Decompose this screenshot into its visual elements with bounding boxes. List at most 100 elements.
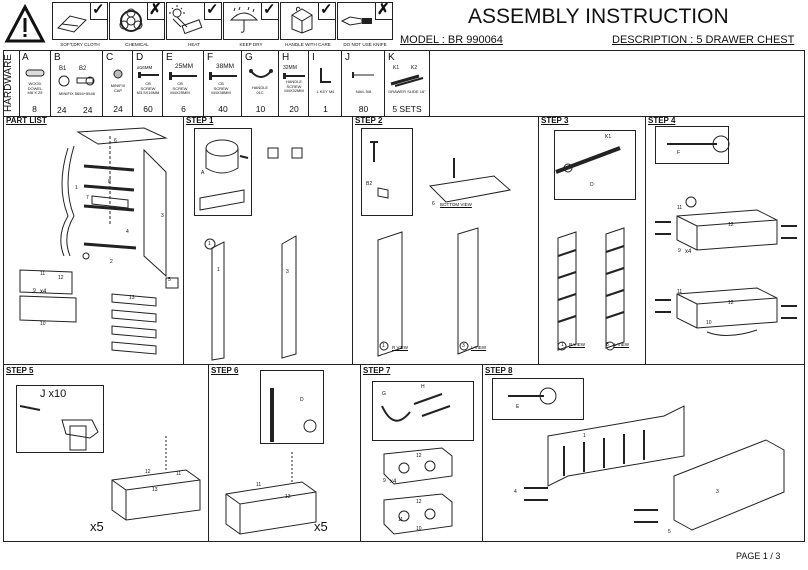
care-label: CHEMICAL bbox=[125, 42, 149, 47]
nail-icon bbox=[352, 72, 374, 78]
hw-qty: 24 bbox=[83, 104, 93, 115]
step3-drawing bbox=[555, 146, 625, 351]
part-qty-x4: x4 bbox=[40, 289, 47, 295]
care-label: KEEP DRY bbox=[239, 42, 263, 47]
step2-label: STEP 2 bbox=[355, 116, 383, 125]
hw-d: D ø16MM CB SCREW M3.5X16MM 60 bbox=[132, 50, 163, 116]
care-mark: ✓ bbox=[263, 1, 276, 18]
hw-qty: 80 bbox=[358, 104, 369, 114]
care-label: HANDLE WITH CARE bbox=[285, 42, 331, 47]
hw-b: B B1 B2 MINIFIX 5654+5546 24 24 bbox=[50, 50, 103, 116]
hw-desc: HANDLE 01C bbox=[251, 85, 269, 95]
page-number: PAGE 1 / 3 bbox=[736, 551, 781, 561]
cap-icon bbox=[113, 69, 123, 79]
step7-qty-x4: x4 bbox=[390, 479, 397, 485]
part-number: 1 bbox=[75, 185, 78, 191]
part-number: 11 bbox=[398, 517, 404, 523]
hw-sub: K1 bbox=[393, 65, 400, 71]
part-number: 10 bbox=[40, 321, 46, 327]
part-number: 6 bbox=[432, 201, 435, 207]
hw-sub: K2 bbox=[411, 65, 418, 71]
cloth-icon bbox=[57, 15, 87, 33]
part-number: 3 bbox=[161, 213, 164, 219]
hw-qty: 20 bbox=[289, 104, 299, 114]
drawer-slide-icon bbox=[390, 74, 424, 87]
hw-qty: 40 bbox=[218, 104, 228, 114]
care-label: HEAT bbox=[188, 42, 200, 47]
screw-icon bbox=[283, 73, 305, 79]
hw-desc: CB SCREW M4X25MM bbox=[170, 81, 190, 96]
hw-j: J NAIL 5/8 80 bbox=[341, 50, 385, 116]
hw-desc: DRAWER SLIDE 16" bbox=[388, 89, 426, 94]
step1-label: STEP 1 bbox=[186, 116, 214, 125]
hw-callout: D bbox=[590, 182, 594, 188]
hw-size: ø16MM bbox=[137, 65, 153, 70]
hw-desc: MINIFIX 5654+5546 bbox=[59, 91, 95, 96]
hw-i: I L KEY M4 1 bbox=[308, 50, 342, 116]
step1-drawing bbox=[199, 139, 303, 361]
step5-qty-x5: x5 bbox=[90, 519, 104, 534]
step8-drawing bbox=[508, 387, 785, 531]
care-mark: ✓ bbox=[92, 1, 105, 18]
handle-icon bbox=[249, 69, 273, 78]
hw-letter: E bbox=[166, 52, 173, 63]
step3-detail-box bbox=[554, 130, 636, 200]
minifix-icon bbox=[58, 75, 95, 87]
part-number: 11 bbox=[256, 482, 262, 488]
care-no-knife: ✗ DO NOT USE KNIFE bbox=[337, 1, 393, 47]
hw-c: C MINIFIX CAP 24 bbox=[102, 50, 133, 116]
hw-letter: F bbox=[207, 52, 214, 63]
hw-qty: 1 bbox=[323, 104, 328, 114]
part-number: 1 bbox=[217, 267, 220, 273]
part-number: 12 bbox=[416, 453, 422, 459]
part-number: 5 bbox=[668, 529, 671, 535]
hw-desc: CB SCREW M3.5X16MM bbox=[136, 81, 160, 96]
hw-callout: B2 bbox=[366, 181, 373, 187]
care-label: SOFT,DRY CLOTH bbox=[60, 42, 100, 47]
part-number: 11 bbox=[40, 271, 46, 277]
hw-callout: F bbox=[677, 150, 681, 156]
care-mark: ✗ bbox=[149, 1, 162, 18]
hw-letter: K bbox=[388, 52, 395, 63]
care-mark: ✗ bbox=[377, 1, 390, 18]
hw-desc: MINIFIX CAP bbox=[110, 83, 126, 93]
umbrella-icon bbox=[229, 6, 259, 33]
sun-heat-icon bbox=[169, 5, 203, 35]
part-number: 1 bbox=[382, 343, 385, 349]
part-number: 12 bbox=[58, 275, 64, 281]
hw-qty: 24 bbox=[57, 104, 67, 115]
biohazard-icon bbox=[119, 8, 143, 32]
dowel-icon bbox=[25, 69, 45, 77]
screw-icon bbox=[138, 72, 159, 78]
care-soft-cloth: ✓ SOFT,DRY CLOTH bbox=[52, 1, 108, 47]
screw-icon bbox=[209, 72, 237, 80]
hw-size: 38MM bbox=[216, 63, 235, 70]
part-number: 9 bbox=[678, 248, 681, 254]
step7-label: STEP 7 bbox=[363, 366, 391, 375]
hw-qty: 10 bbox=[255, 104, 266, 114]
hw-g: G HANDLE 01C 10 bbox=[241, 50, 279, 116]
hw-letter: C bbox=[106, 52, 114, 63]
part-number: 13 bbox=[152, 487, 158, 493]
part-number: 5 bbox=[168, 277, 171, 283]
hardware-label-text: HARDWARE bbox=[2, 54, 14, 112]
hw-callout: E bbox=[516, 404, 520, 410]
model-number: MODEL : BR 990064 bbox=[400, 34, 503, 46]
r-view-label-2: R VIEW bbox=[569, 342, 586, 347]
step5-drawing bbox=[19, 405, 201, 521]
hw-desc: CB SCREW M4X38MM bbox=[211, 81, 231, 96]
part-number: 2 bbox=[110, 259, 113, 265]
part-number: 12 bbox=[728, 300, 734, 306]
hw-size: 32MM bbox=[283, 65, 297, 71]
hw-callout: D bbox=[300, 397, 304, 403]
care-mark: ✓ bbox=[206, 1, 219, 18]
care-heat: ✓ HEAT bbox=[166, 1, 222, 47]
l-view-label: L VIEW bbox=[471, 345, 487, 350]
step5-label: STEP 5 bbox=[6, 366, 34, 375]
part-list-drawing bbox=[19, 127, 179, 355]
hw-desc: L KEY M4 bbox=[316, 89, 335, 94]
step6-drawing bbox=[225, 388, 317, 535]
hw-qty: 6 bbox=[181, 104, 186, 114]
part-number: 9 bbox=[33, 288, 36, 294]
